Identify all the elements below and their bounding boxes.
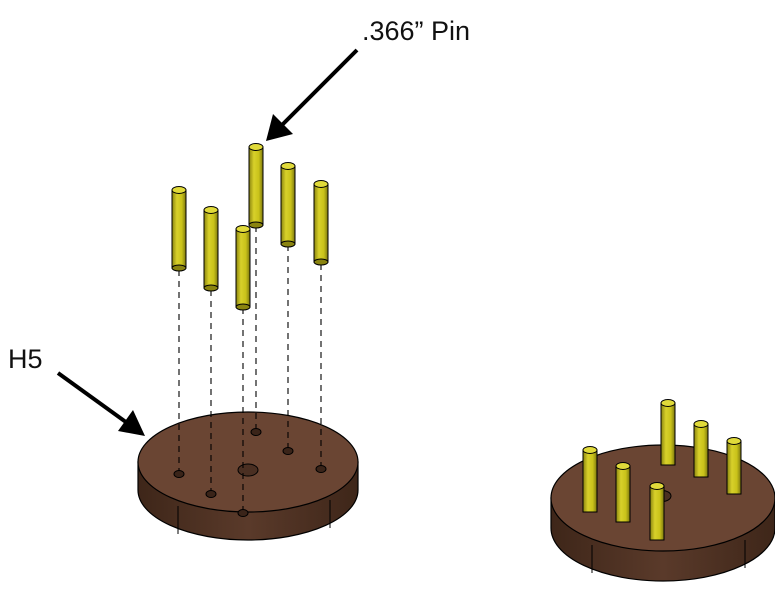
pin <box>615 462 631 523</box>
pin <box>280 162 296 248</box>
pin <box>660 399 676 466</box>
pin <box>726 437 742 495</box>
pin-callout-label: .366” Pin <box>362 16 471 46</box>
h5-disc-exploded <box>137 411 359 541</box>
pin <box>235 225 251 311</box>
pin <box>203 206 219 292</box>
pins-exploded <box>171 143 329 311</box>
pin-callout-arrow <box>266 48 359 141</box>
pin <box>171 186 187 272</box>
pin <box>582 446 598 513</box>
pins-assembled <box>582 399 742 541</box>
alignment-lines <box>178 226 322 510</box>
pin <box>248 143 264 229</box>
h5-callout-label: H5 <box>8 344 43 374</box>
pin <box>313 180 329 266</box>
h5-callout-arrow <box>56 371 145 436</box>
pin <box>649 482 665 541</box>
pin <box>693 420 709 478</box>
